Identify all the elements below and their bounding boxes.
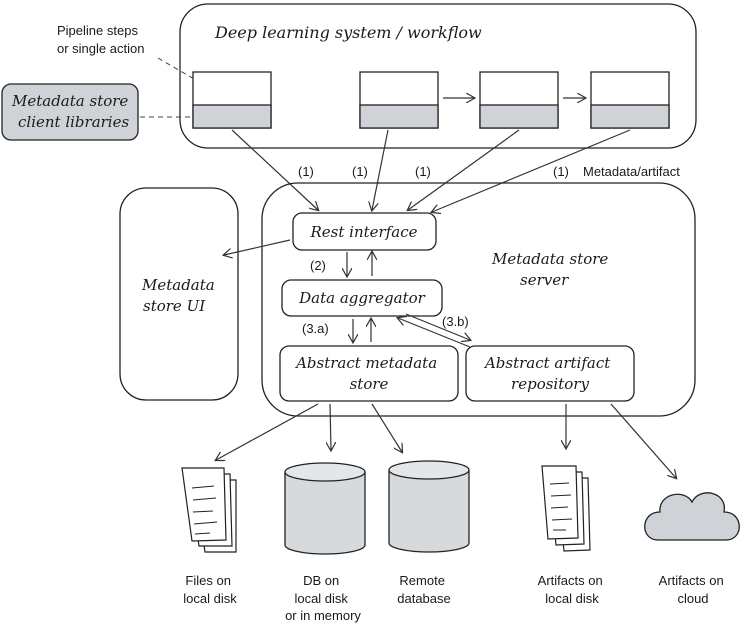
client-libraries-box: Metadata store client libraries [1,83,139,141]
svg-text:Data aggregator: Data aggregator [298,289,426,307]
metadata-store-server: Metadata store server Rest interface Dat… [261,182,696,417]
step-label-2: (2) [310,258,326,273]
step-label-1: (1) [352,164,368,179]
storage-arrow [610,403,676,478]
svg-text:Abstract metadata stor: Abstract metadata store [294,354,442,393]
internal-arrow [405,313,470,340]
files-stack-icon [181,467,237,553]
svg-text:Metadata store UI: Metadata store UI [141,276,220,315]
step-label-1: (1) [553,164,569,179]
abstract-metadata-store-box: Abstract metadata store [279,345,459,402]
pipeline-steps-callout: Pipeline steps or single action [57,23,144,56]
rest-interface-box: Rest interface [292,212,437,251]
callout-leader-line [157,57,197,81]
ui-arrow [224,239,291,255]
db-local-label: DB on local disk or in memory [285,573,361,623]
step-label-3a: (3.a) [302,321,329,336]
workflow-container: Deep learning system / workflow [179,3,697,149]
internal-arrow [398,318,471,348]
metadata-store-ui: Metadata store UI [119,187,239,401]
svg-text:Rest interface: Rest interface [310,223,418,241]
metadata-arrow [231,129,318,210]
metadata-arrow [408,129,520,210]
artifacts-stack-icon [541,465,591,552]
step-label-3b: (3.b) [442,314,469,329]
pipeline-step [590,71,670,129]
artifacts-local-label: Artifacts on local disk [538,573,607,606]
step-label-1: (1) [415,164,431,179]
abstract-artifact-repository-box: Abstract artifact repository [465,345,635,402]
data-aggregator-box: Data aggregator [281,279,443,317]
metadata-artifact-label: Metadata/artifact [583,164,680,179]
svg-text:Metadata store client li: Metadata store client libraries [11,92,133,131]
pipeline-step [359,71,439,129]
svg-text:Abstract artifact repo: Abstract artifact repository [483,354,615,393]
server-title: Metadata store server [491,250,613,289]
artifacts-cloud-label: Artifacts on cloud [659,573,728,606]
database-cylinder-icon [284,462,366,555]
database-cylinder-icon [388,460,470,553]
storage-arrow [330,403,331,450]
step-label-1: (1) [298,164,314,179]
files-local-label: Files on local disk [183,573,237,606]
remote-db-label: Remote database [397,573,451,606]
storage-arrow [371,403,402,452]
storage-arrow [216,403,319,460]
pipeline-step [192,71,272,129]
metadata-arrow [372,129,389,210]
cloud-icon [644,492,740,541]
metadata-arrow [432,129,631,212]
pipeline-step [479,71,559,129]
workflow-title: Deep learning system / workflow [214,23,482,42]
